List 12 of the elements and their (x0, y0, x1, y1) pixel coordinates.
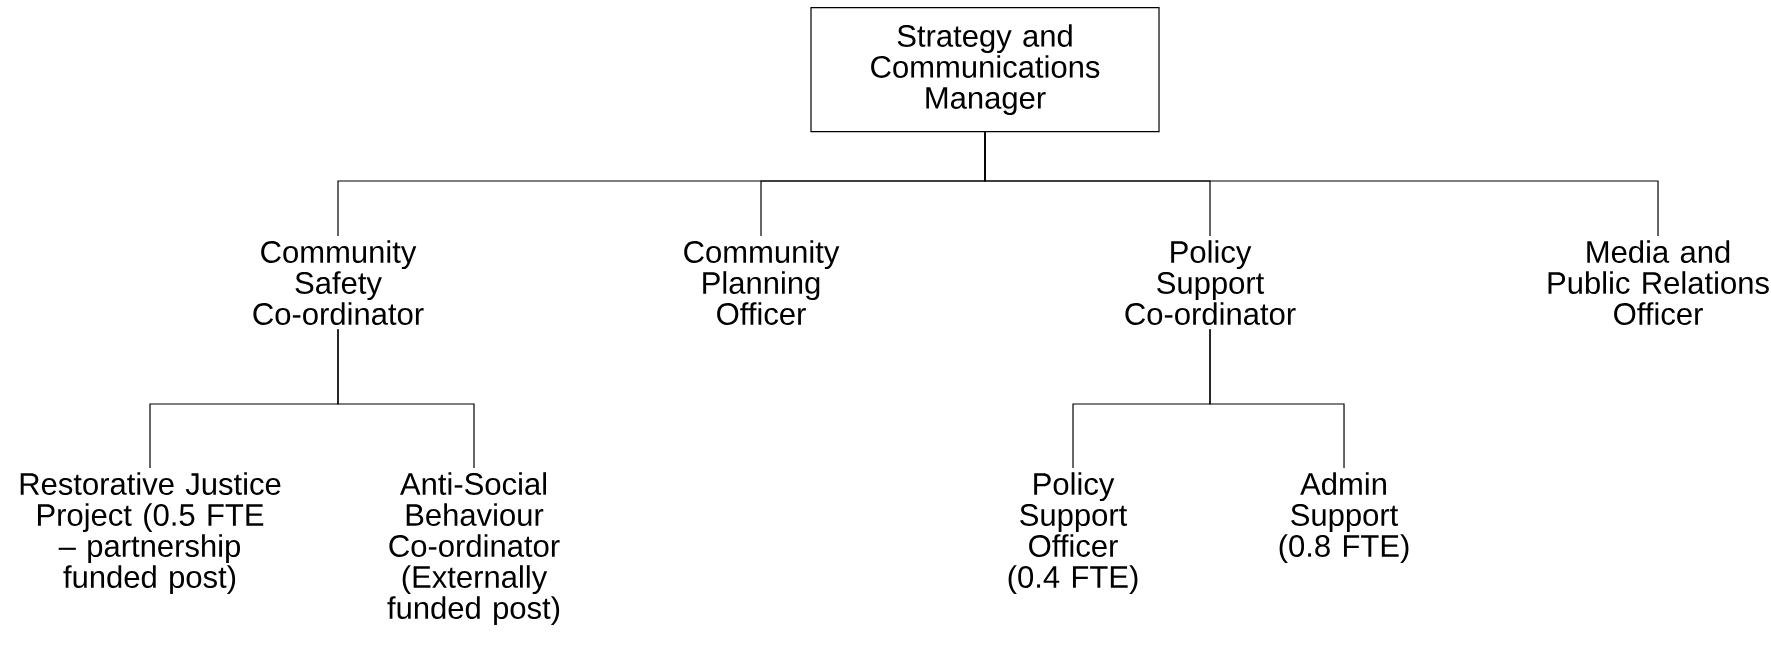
connector-line (1209, 328, 1345, 469)
role-label: Policy Support Co-ordinator (1125, 240, 1296, 325)
role-label: Community Safety Co-ordinator (253, 240, 424, 325)
role-label: Anti-Social Behaviour Co-ordinator (Externally funded post) (387, 472, 560, 626)
role-label: Restorative Justice Project (0.5 FTE – partnership funded post) (20, 472, 281, 595)
role-label: Community Planning Officer (684, 240, 840, 325)
role-label: Policy Support Officer (0.4 FTE) (1008, 472, 1138, 595)
role-label: Admin Support (0.8 FTE) (1279, 472, 1409, 564)
role-label: Media and Public Relations Officer (1548, 240, 1769, 325)
connector-line (337, 328, 475, 469)
title-box: Strategy and Communications Manager (810, 7, 1160, 133)
connector-line (984, 131, 1659, 237)
